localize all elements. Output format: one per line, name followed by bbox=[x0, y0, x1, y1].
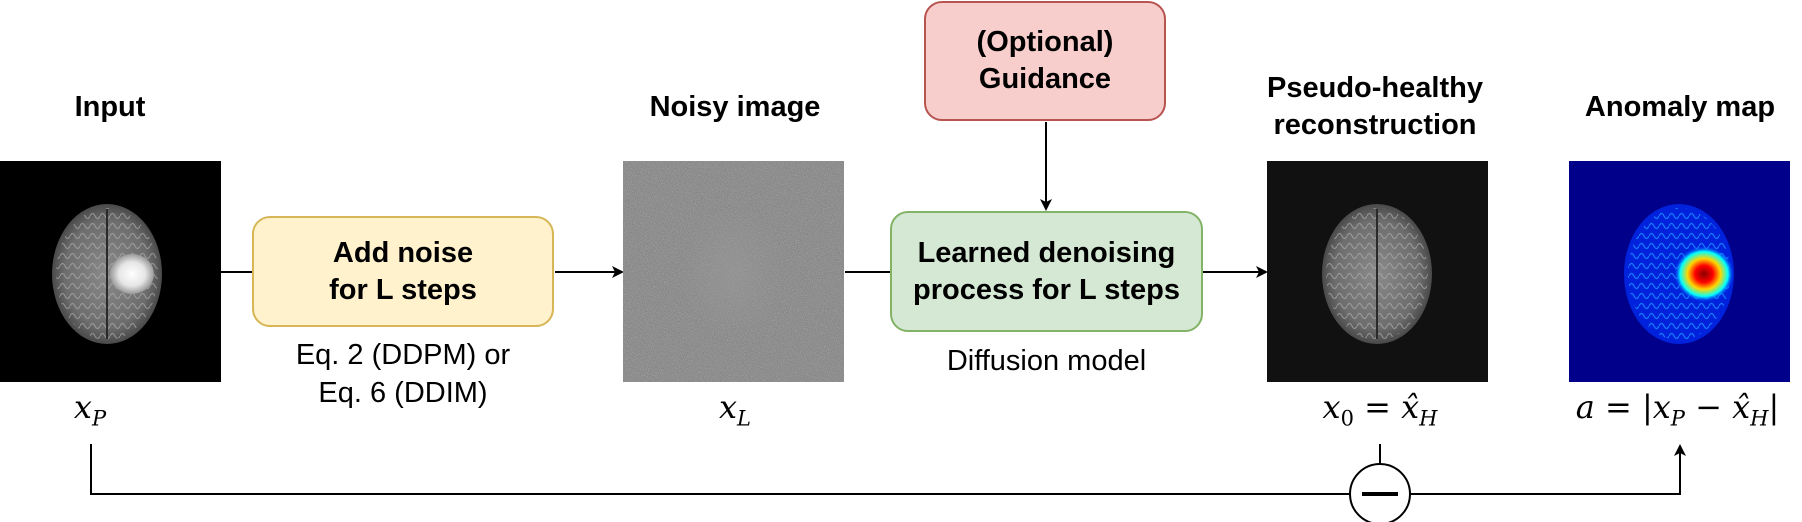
input-title: Input bbox=[74, 91, 146, 123]
input-symbol: xP bbox=[73, 388, 107, 431]
guidance-box: (Optional)Guidance bbox=[924, 1, 1166, 121]
recon-title: Pseudo-healthy reconstruction bbox=[1267, 72, 1483, 141]
add-noise-caption: Eq. 2 (DDPM) or Eq. 6 (DDIM) bbox=[295, 339, 511, 409]
subtract-node bbox=[1349, 463, 1411, 522]
recon-symbol: x0 = x̂H bbox=[1322, 388, 1438, 431]
anomaly-symbol: a = |xP − x̂H| bbox=[1575, 388, 1780, 431]
edge-subtract-to-anomaly bbox=[1410, 444, 1686, 495]
anomaly-map-title: Anomaly map bbox=[1584, 91, 1776, 123]
diffusion-model-caption: Diffusion model bbox=[946, 345, 1147, 377]
edge-input-to-subtract bbox=[90, 444, 1350, 495]
reconstruction-brain-image bbox=[1267, 161, 1488, 382]
noisy-image-title: Noisy image bbox=[649, 91, 821, 123]
noisy-symbol: xL bbox=[719, 388, 751, 431]
noisy-brain-image bbox=[623, 161, 844, 382]
anomaly-map-image bbox=[1569, 161, 1790, 382]
input-brain-image bbox=[0, 161, 221, 382]
